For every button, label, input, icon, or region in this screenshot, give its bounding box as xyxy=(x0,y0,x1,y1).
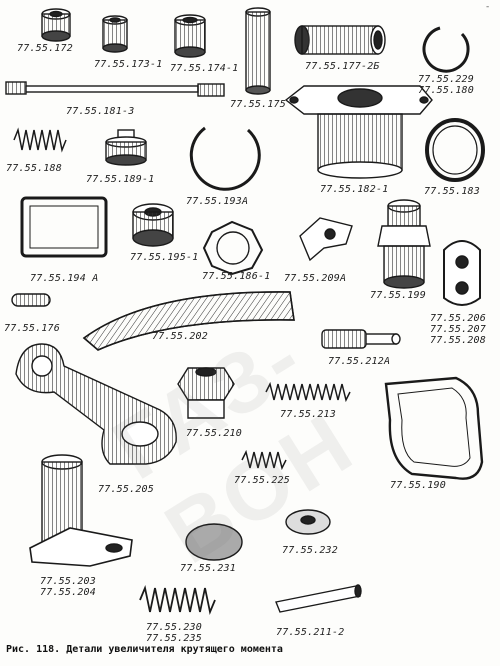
bushing-172-icon xyxy=(41,8,71,42)
label-77-55-183: 77.55.183 xyxy=(424,186,480,197)
label-77-55-199: 77.55.199 xyxy=(370,290,426,301)
label-77-55-195-1: 77.55.195-1 xyxy=(130,252,199,263)
label-77-55-225: 77.55.225 xyxy=(234,475,290,486)
spring-188-icon xyxy=(13,127,67,153)
snap-ring-229-icon xyxy=(422,26,470,73)
plug-189-icon xyxy=(105,129,147,166)
label-77-55-174-1: 77.55.174-1 xyxy=(170,63,239,74)
label-77-55-205: 77.55.205 xyxy=(98,484,154,495)
spring-230-icon xyxy=(139,584,216,616)
shaft-181-icon xyxy=(5,81,225,97)
lock-plate-209-icon xyxy=(299,217,353,262)
nut-195-icon xyxy=(132,203,174,247)
gasket-194-icon xyxy=(20,196,108,258)
label-77-55-189-1: 77.55.189-1 xyxy=(86,174,155,185)
sleeve-177-icon xyxy=(294,25,386,55)
spring-225-icon xyxy=(241,449,287,471)
label-77-55-212a: 77.55.212А xyxy=(328,356,391,367)
label-77-55-210: 77.55.210 xyxy=(186,428,242,439)
pin-175-icon xyxy=(245,7,271,95)
bushing-173-icon xyxy=(102,15,128,53)
ring-183-icon xyxy=(425,118,485,182)
gasket-190-icon xyxy=(384,376,484,480)
lever-205-icon xyxy=(15,343,177,465)
fitting-199-icon xyxy=(377,199,431,289)
label-77-55-173-1: 77.55.173-1 xyxy=(94,59,163,70)
bracket-206-icon xyxy=(443,240,481,306)
label-77-55-188: 77.55.188 xyxy=(6,163,62,174)
washer-232-icon xyxy=(285,509,331,535)
label-77-55-194a: 77.55.194 А xyxy=(30,273,99,284)
corner-mark: - xyxy=(486,2,490,12)
label-77-55-172: 77.55.172 xyxy=(17,43,73,54)
label-77-55-231: 77.55.231 xyxy=(180,563,236,574)
castle-nut-210-icon xyxy=(177,367,235,419)
label-77-55-181-3: 77.55.181-3 xyxy=(66,106,135,117)
pin-176-icon xyxy=(11,293,51,307)
housing-182-icon xyxy=(284,85,433,179)
segment-202-icon xyxy=(82,291,295,351)
label-77-55-203-204: 77.55.203 77.55.204 xyxy=(40,576,96,598)
label-77-55-202: 77.55.202 xyxy=(152,331,208,342)
label-77-55-175: 77.55.175 xyxy=(230,99,286,110)
label-77-55-209a: 77.55.209А xyxy=(284,273,347,284)
label-77-55-206-208: 77.55.206 77.55.207 77.55.208 xyxy=(430,313,486,346)
label-77-55-213: 77.55.213 xyxy=(280,409,336,420)
bushing-174-icon xyxy=(174,14,206,58)
spring-213-icon xyxy=(265,381,351,403)
ring-193-icon xyxy=(189,126,261,191)
plunger-212-icon xyxy=(321,329,401,349)
label-77-55-232: 77.55.232 xyxy=(282,545,338,556)
gasket-186-icon xyxy=(202,220,264,276)
label-77-55-190: 77.55.190 xyxy=(390,480,446,491)
label-77-55-186-1: 77.55.186-1 xyxy=(202,271,271,282)
disk-231-icon xyxy=(185,523,243,561)
bracket-203-icon xyxy=(29,454,133,567)
label-77-55-182-1: 77.55.182-1 xyxy=(320,184,389,195)
figure-caption: Рис. 118. Детали увеличителя крутящего м… xyxy=(6,644,283,655)
label-77-55-177-2b: 77.55.177-2Б xyxy=(305,61,380,72)
label-77-55-176: 77.55.176 xyxy=(4,323,60,334)
label-77-55-193a: 77.55.193А xyxy=(186,196,249,207)
label-77-55-211-2: 77.55.211-2 xyxy=(276,627,345,638)
label-77-55-229-180: 77.55.229 77.55.180 xyxy=(418,74,474,96)
label-77-55-230-235: 77.55.230 77.55.235 xyxy=(146,622,202,644)
pin-211-icon xyxy=(275,584,362,613)
